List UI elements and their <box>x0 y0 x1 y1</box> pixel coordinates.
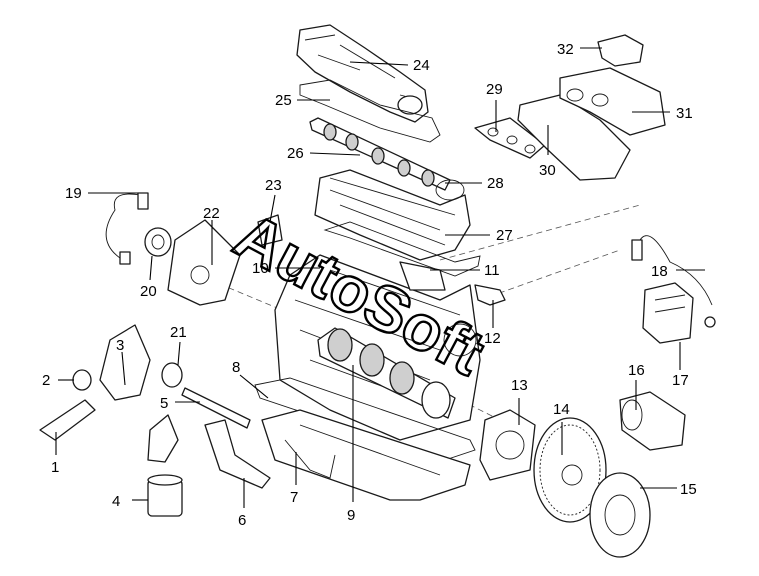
leader-lines <box>55 47 705 508</box>
timing-cover <box>167 219 241 306</box>
callout-10: 10 <box>252 260 269 277</box>
callout-9: 9 <box>347 507 355 524</box>
camshaft <box>309 117 451 191</box>
callout-12: 12 <box>484 330 501 347</box>
callout-8: 8 <box>232 359 240 376</box>
callout-25: 25 <box>275 92 292 109</box>
crank-pulley <box>144 227 172 257</box>
callout-1: 1 <box>51 459 59 476</box>
callout-17: 17 <box>672 372 689 389</box>
callout-4: 4 <box>112 493 120 510</box>
callout-27: 27 <box>496 227 513 244</box>
callout-13: 13 <box>511 377 528 394</box>
assembly-guide-lines <box>209 204 641 431</box>
callout-labels: 1 2 3 4 5 6 7 8 9 10 11 12 13 14 15 16 1… <box>42 41 697 529</box>
lever-arm <box>39 399 96 441</box>
crankshaft <box>317 327 456 419</box>
callout-16: 16 <box>628 362 645 379</box>
flywheel <box>533 417 607 523</box>
starter-motor <box>619 391 686 451</box>
head-gasket <box>323 221 481 277</box>
intake-manifold <box>559 67 666 136</box>
callout-21: 21 <box>170 324 187 341</box>
plug-cap <box>72 369 92 391</box>
callout-23: 23 <box>265 177 282 194</box>
callout-32: 32 <box>557 41 574 58</box>
oil-filter <box>147 474 183 517</box>
throttle-body <box>597 34 644 67</box>
support-bracket <box>204 419 271 489</box>
callout-22: 22 <box>203 205 220 222</box>
callout-28: 28 <box>487 175 504 192</box>
clutch-disc <box>589 472 651 558</box>
idler-pulley <box>161 362 183 388</box>
callout-19: 19 <box>65 185 82 202</box>
valve-cover <box>296 24 429 123</box>
shaft <box>181 387 251 429</box>
callout-24: 24 <box>413 57 430 74</box>
callout-31: 31 <box>676 105 693 122</box>
callout-3: 3 <box>116 337 124 354</box>
position-sensor <box>474 284 506 306</box>
callout-29: 29 <box>486 81 503 98</box>
callout-18: 18 <box>651 263 668 280</box>
callout-2: 2 <box>42 372 50 389</box>
control-module <box>642 282 694 344</box>
callout-14: 14 <box>553 401 570 418</box>
callout-7: 7 <box>290 489 298 506</box>
intake-manifold-small <box>399 261 446 291</box>
oil-pan <box>261 409 471 501</box>
callout-26: 26 <box>287 145 304 162</box>
callout-11: 11 <box>484 262 500 279</box>
callout-20: 20 <box>140 283 157 300</box>
callout-15: 15 <box>680 481 697 498</box>
rear-seal-housing <box>479 409 536 481</box>
mount-bracket <box>99 324 151 401</box>
knock-sensor <box>105 192 149 265</box>
exhaust-gasket <box>474 117 546 159</box>
callout-5: 5 <box>160 395 168 412</box>
callout-30: 30 <box>539 162 556 179</box>
cylinder-head <box>314 169 471 261</box>
callout-6: 6 <box>238 512 246 529</box>
oil-pan-gasket <box>254 377 476 461</box>
oxygen-sensor <box>631 235 716 328</box>
oil-pickup <box>147 414 179 463</box>
